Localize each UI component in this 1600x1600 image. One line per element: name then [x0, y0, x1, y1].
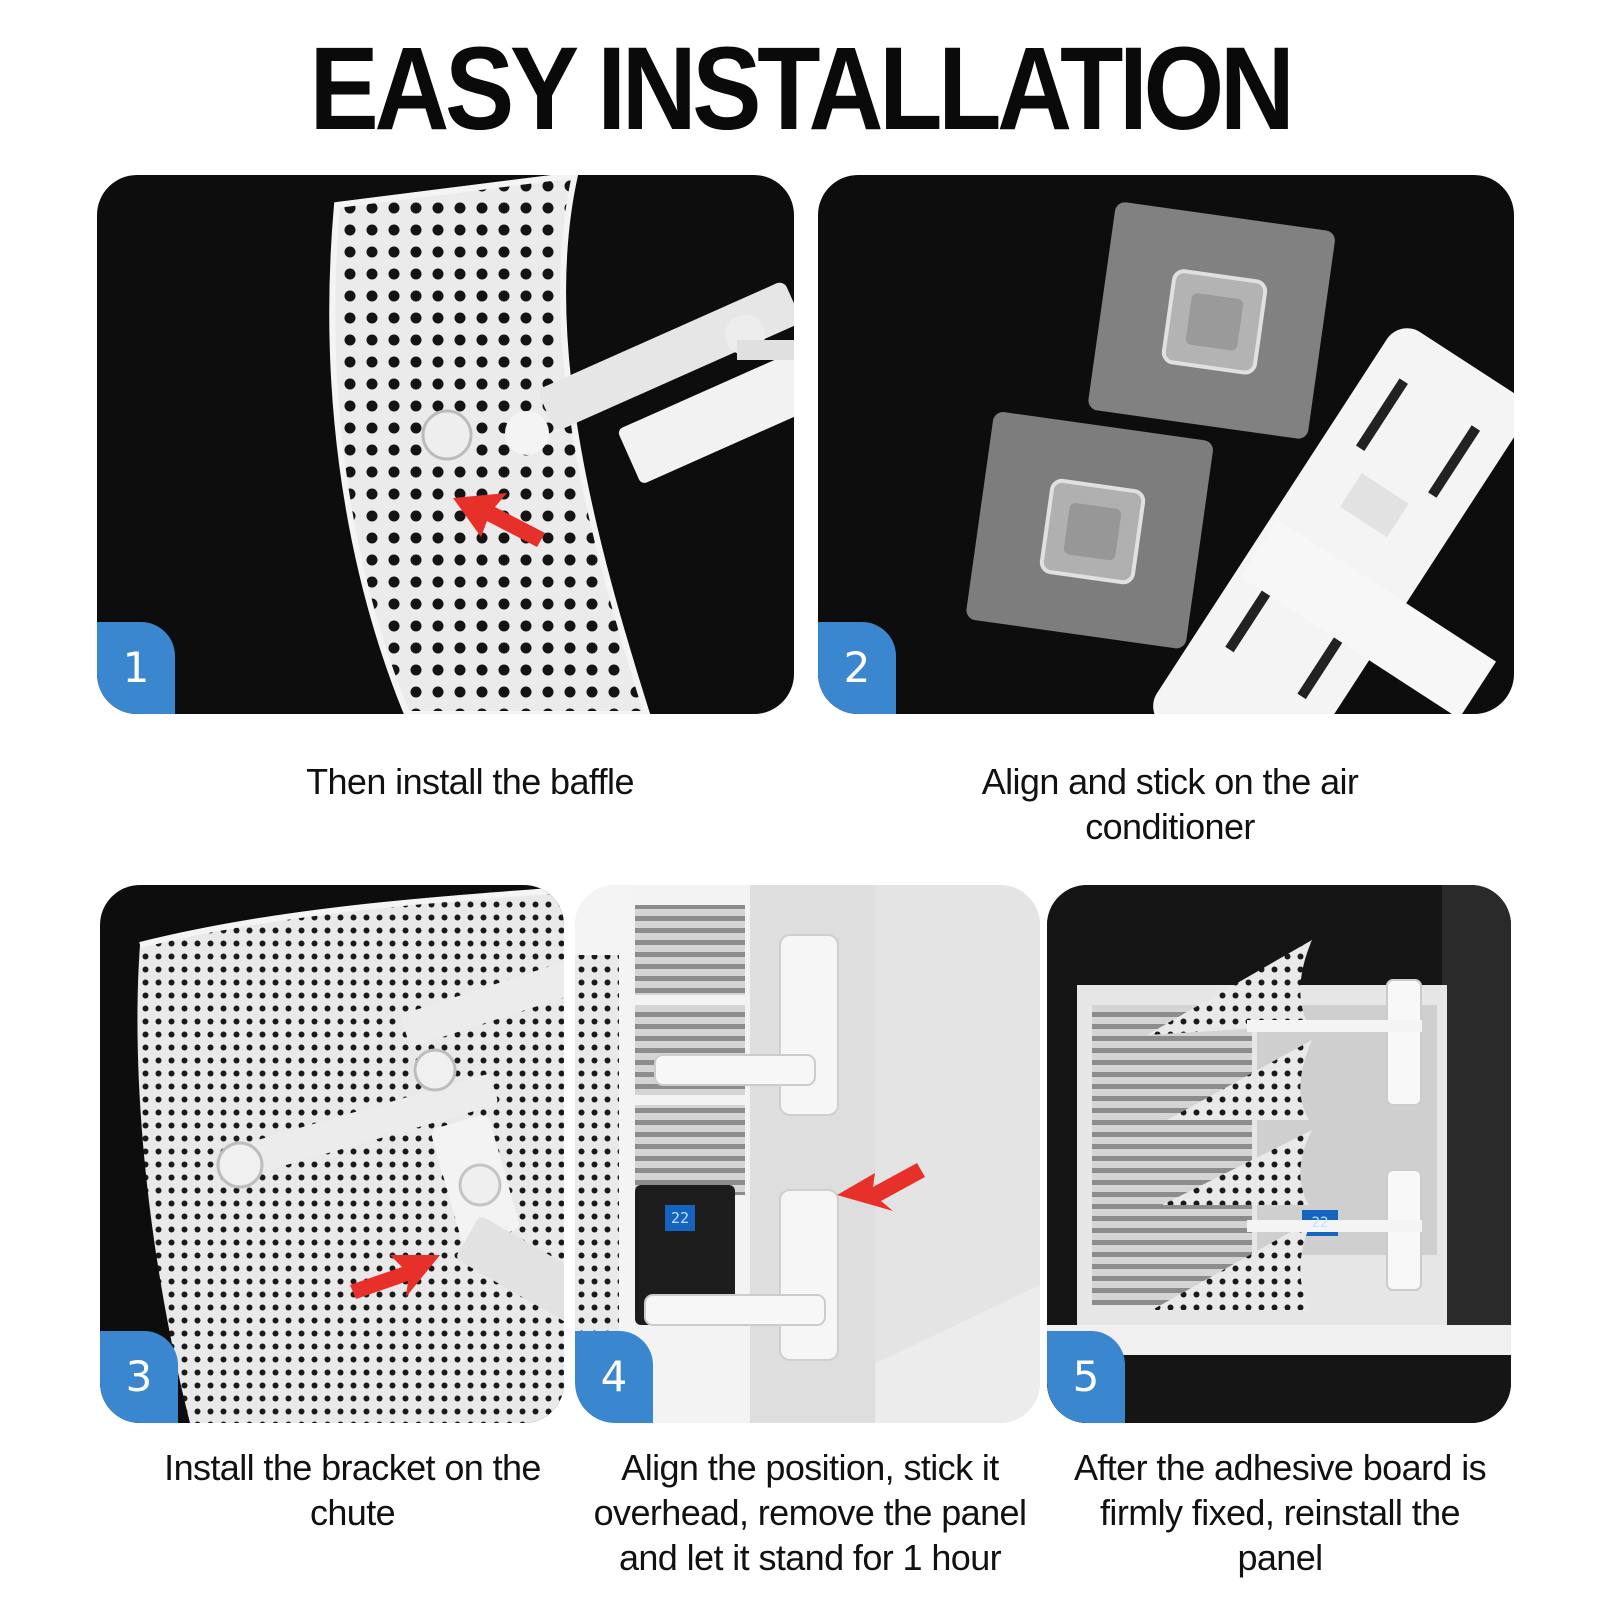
step-5-image: 22 5 [1047, 885, 1511, 1423]
step-1-badge: 1 [97, 622, 175, 714]
step-1-caption: Then install the baffle [306, 761, 634, 802]
perforated-baffle-illustration [329, 175, 794, 714]
step-5-badge: 5 [1047, 1331, 1125, 1423]
step-3-badge: 3 [100, 1331, 178, 1423]
air-conditioner-side-illustration [575, 885, 1040, 1423]
step-2-image: 2 [818, 175, 1514, 714]
step-4-badge: 4 [575, 1331, 653, 1423]
step-3-caption: Install the bracket on the chute [164, 1447, 541, 1533]
installed-baffles-illustration [1047, 885, 1511, 1423]
bracket-chute-illustration [137, 887, 564, 1423]
temperature-display-readout: 22 [1311, 1215, 1329, 1231]
temperature-display-readout: 22 [670, 1209, 690, 1227]
step-5-caption: After the adhesive board is firmly fixed… [1073, 1447, 1487, 1578]
step-3-image: 3 [100, 885, 564, 1423]
step-2-badge: 2 [818, 622, 896, 714]
step-1-image: 1 [97, 175, 794, 714]
step-4-image: 22 22 4 [575, 885, 1040, 1423]
red-arrow-icon [453, 493, 545, 547]
red-arrow-icon [837, 1163, 925, 1211]
red-arrow-icon [350, 1255, 440, 1299]
step-4-caption: Align the position, stick it overhead, r… [593, 1447, 1027, 1578]
page-title: EASY INSTALLATION [309, 23, 1295, 155]
step-2-caption: Align and stick on the air conditioner [981, 761, 1359, 847]
adhesive-pads-illustration [966, 202, 1514, 714]
